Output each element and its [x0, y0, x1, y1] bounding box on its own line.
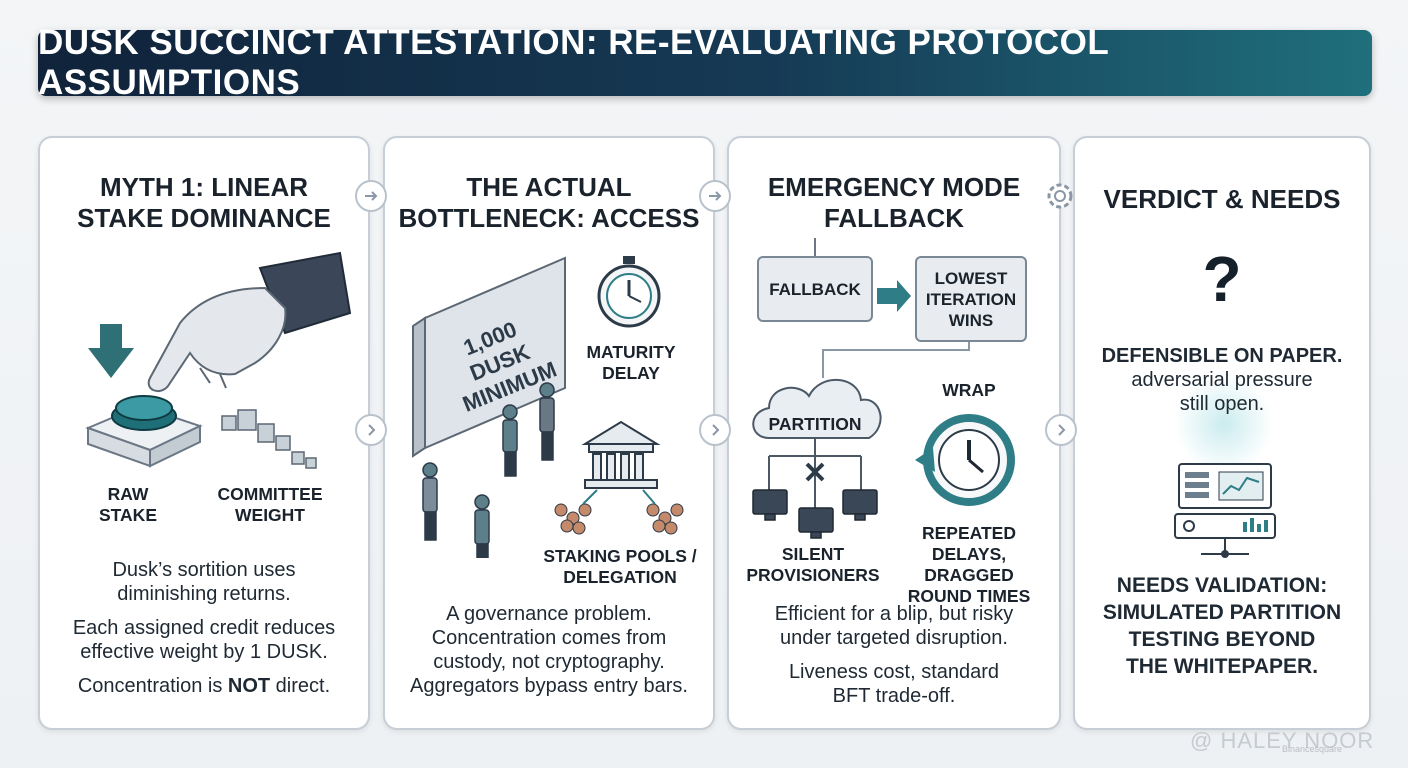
partition-label: PARTITION: [768, 414, 862, 434]
down-arrow-icon: [88, 324, 134, 378]
panel-1-title: MYTH 1: LINEAR STAKE DOMINANCE: [77, 172, 331, 233]
panel-actual-bottleneck: THE ACTUAL BOTTLENECK: ACCESS: [383, 136, 715, 730]
hand-pressing-button-illustration: [85, 251, 352, 469]
raw-stake-label: RAW STAKE: [98, 484, 157, 525]
chevron-right-icon: [355, 414, 387, 446]
panel-2-body: A governance problem. Concentration come…: [410, 603, 688, 697]
arrow-right-icon: [699, 180, 731, 212]
access-barrier-illustration: [412, 256, 684, 558]
x-mark-icon: [805, 462, 825, 482]
panel-4-title: VERDICT & NEEDS: [1103, 184, 1341, 214]
staking-pools-label: STAKING POOLS / DELEGATION: [543, 546, 697, 587]
fallback-flow-illustration: [752, 238, 1015, 539]
watermark-sub: Binancesquare: [1282, 744, 1343, 754]
verdict-text: DEFENSIBLE ON PAPER. adversarial pressur…: [1101, 345, 1343, 415]
title-banner: DUSK SUCCINCT ATTESTATION: RE-EVALUATING…: [38, 23, 1372, 102]
stopwatch-icon: [597, 256, 661, 328]
chevron-right-icon: [699, 414, 731, 446]
page-title: DUSK SUCCINCT ATTESTATION: RE-EVALUATING…: [38, 23, 1109, 102]
arrow-right-icon: [355, 180, 387, 212]
question-mark-icon: ?: [1202, 243, 1242, 315]
watermark-handle: @ HALEY NOOR: [1190, 728, 1375, 753]
lowest-iteration-box: LOWEST ITERATION WINS: [915, 256, 1027, 342]
wrap-clock-icon: [915, 414, 1015, 506]
watermark: @ HALEY NOOR Binancesquare: [1190, 728, 1374, 754]
panel-emergency-mode: EMERGENCY MODE FALLBACK: [727, 136, 1061, 730]
chevron-right-icon: [1045, 414, 1077, 446]
panel-1-body: Dusk’s sortition uses diminishing return…: [40, 558, 368, 698]
cloud-icon: [752, 379, 882, 439]
panel-3-title: EMERGENCY MODE FALLBACK: [767, 172, 1021, 233]
panel-2-title: THE ACTUAL BOTTLENECK: ACCESS: [398, 172, 700, 233]
repeated-delays-label: REPEATED DELAYS, DRAGGED ROUND TIMES: [907, 523, 1031, 606]
silent-provisioners-label: SILENT PROVISIONERS: [746, 544, 880, 585]
panel-verdict-needs: VERDICT & NEEDS ? DEFENSIBLE ON PAPER. a…: [1073, 136, 1371, 730]
needs-validation-text: NEEDS VALIDATION: SIMULATED PARTITION TE…: [1102, 574, 1342, 678]
question-glow: [1174, 374, 1274, 474]
committee-weight-label: COMMITTEE WEIGHT: [217, 484, 323, 525]
concentration-line: Concentration is NOT direct.: [77, 675, 331, 697]
monitor-icons: [752, 489, 878, 539]
people-figures: [422, 382, 555, 558]
gear-icon: [1042, 178, 1078, 214]
panel-3-body: Efficient for a blip, but risky under ta…: [774, 603, 1014, 707]
panel-myth-linear-stake: MYTH 1: LINEAR STAKE DOMINANCE RAW STAK: [38, 136, 370, 730]
fallback-box: FALLBACK: [757, 256, 873, 322]
maturity-delay-label: MATURITY DELAY: [586, 342, 676, 383]
server-dashboard-illustration: [1174, 463, 1276, 558]
crowd-icons: [554, 503, 684, 535]
wrap-label: WRAP: [942, 380, 996, 400]
bank-building-icon: [581, 420, 661, 489]
